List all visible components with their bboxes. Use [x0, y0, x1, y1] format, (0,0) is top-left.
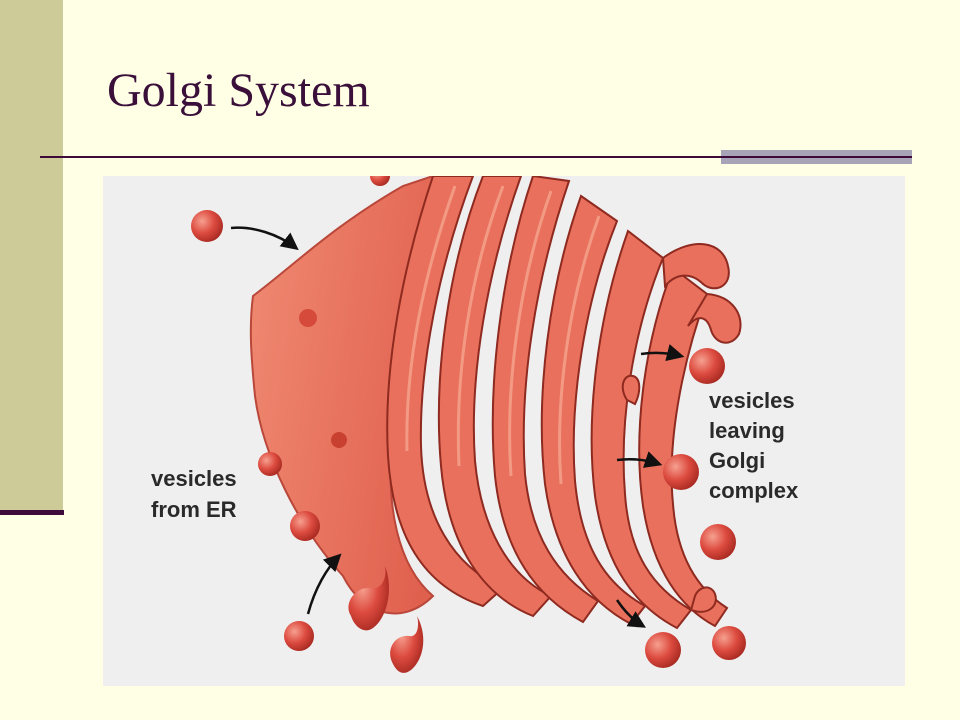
budding-vesicle — [390, 616, 424, 673]
cisterna-1 — [386, 176, 505, 608]
cisterna-6 — [638, 266, 729, 628]
outgoing-vesicles — [645, 348, 746, 668]
vesicle — [689, 348, 725, 384]
flow-arrows — [230, 226, 685, 628]
sidebar-rule — [0, 510, 64, 515]
sidebar-band — [0, 0, 63, 512]
vesicle — [663, 454, 699, 490]
vesicle — [299, 309, 317, 327]
label-vesicles-leaving-golgi: vesicles leaving Golgi complex — [709, 388, 801, 503]
vesicle — [258, 452, 282, 476]
label-line: complex — [709, 478, 799, 503]
label-line: vesicles — [151, 466, 237, 491]
vesicle — [645, 632, 681, 668]
arrow-out-1 — [640, 344, 685, 362]
cisterna-3 — [491, 176, 600, 624]
golgi-trans-tips — [621, 243, 742, 613]
vesicle — [712, 626, 746, 660]
vesicle — [700, 524, 736, 560]
vesicle — [331, 432, 347, 448]
slide-title: Golgi System — [107, 64, 370, 117]
label-vesicles-from-er: vesicles from ER — [151, 466, 243, 522]
label-line: vesicles — [709, 388, 795, 413]
budding-vesicle — [348, 566, 389, 631]
label-line: leaving — [709, 418, 785, 443]
title-divider — [40, 156, 912, 158]
golgi-illustration: vesicles from ER vesicles leaving Golgi … — [103, 176, 905, 686]
title-accent-bar — [721, 150, 912, 164]
vesicle — [370, 176, 390, 186]
golgi-cisternae — [386, 176, 729, 630]
golgi-diagram: vesicles from ER vesicles leaving Golgi … — [151, 176, 801, 673]
arrow-in-bottom — [306, 553, 342, 615]
arrow-out-3 — [615, 599, 647, 628]
incoming-vesicles — [191, 176, 424, 673]
arrow-out-2 — [616, 451, 663, 468]
vesicle — [191, 210, 223, 242]
arrow-in-top — [230, 226, 299, 251]
vesicle — [284, 621, 314, 651]
cisternae-highlights — [405, 185, 601, 485]
vesicle — [290, 511, 320, 541]
label-line: Golgi — [709, 448, 765, 473]
label-line: from ER — [151, 497, 237, 522]
